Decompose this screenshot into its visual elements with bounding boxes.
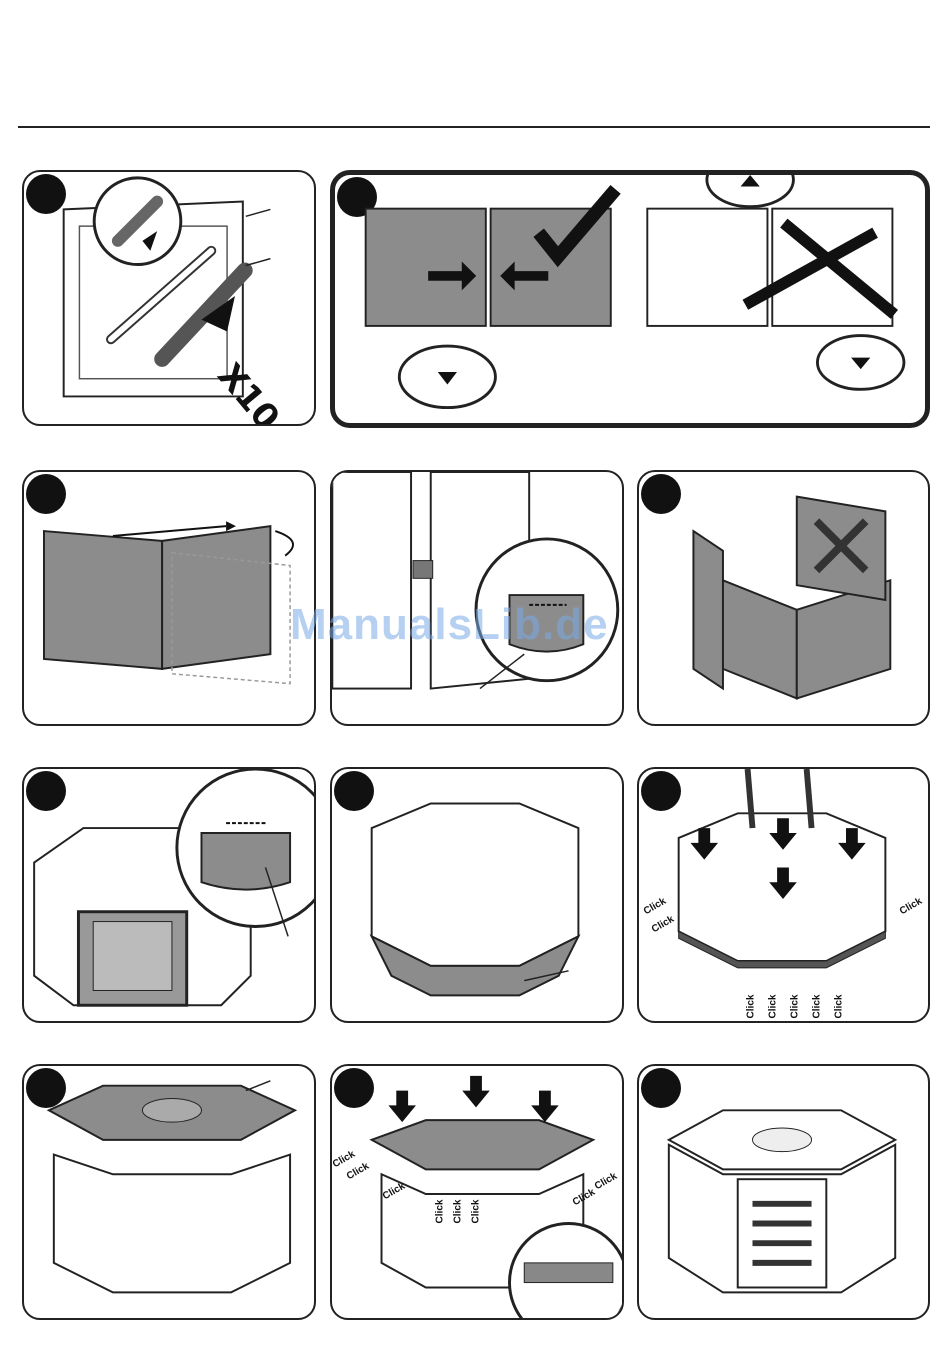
- step-panel-6: [22, 767, 316, 1023]
- panel-folding-illustration: [24, 472, 314, 724]
- step-panel-8: Click Click Click Click Click Click Clic…: [637, 767, 930, 1023]
- lid-click-fastening-illustration: [332, 1066, 622, 1318]
- connector-clip-detail-illustration: [332, 472, 622, 724]
- click-label: Click: [767, 995, 778, 1019]
- panels-joined-in-chain-illustration: [639, 472, 928, 724]
- step-panel-5: [637, 470, 930, 726]
- base-tray-placement-illustration: [332, 769, 622, 1021]
- click-label: Click: [811, 995, 822, 1019]
- assembled-composter-illustration: [639, 1066, 928, 1318]
- click-label: Click: [452, 1200, 463, 1224]
- step-panel-4: [330, 470, 624, 726]
- lid-placement-illustration: [24, 1066, 314, 1318]
- panel-clip-insertion-illustration: [24, 172, 314, 424]
- door-panel-insertion-illustration: [24, 769, 314, 1021]
- panel-connection-correct-incorrect-illustration: [335, 175, 925, 423]
- step-panel-11: [637, 1064, 930, 1320]
- step-panel-9: [22, 1064, 316, 1320]
- press-down-click-illustration: [639, 769, 928, 1021]
- click-label: Click: [434, 1200, 445, 1224]
- step-panel-7: [330, 767, 624, 1023]
- click-label: Click: [833, 995, 844, 1019]
- step-panel-10: Click Click Click Click Click Click Clic…: [330, 1064, 624, 1320]
- click-label: Click: [745, 995, 756, 1019]
- step-panel-2: [330, 170, 930, 428]
- click-label: Click: [470, 1200, 481, 1224]
- watermark-text: ManualsLib.de: [290, 600, 609, 650]
- step-panel-3: [22, 470, 316, 726]
- header-rule: [18, 126, 930, 128]
- step-panel-1: X10: [22, 170, 316, 426]
- click-label: Click: [789, 995, 800, 1019]
